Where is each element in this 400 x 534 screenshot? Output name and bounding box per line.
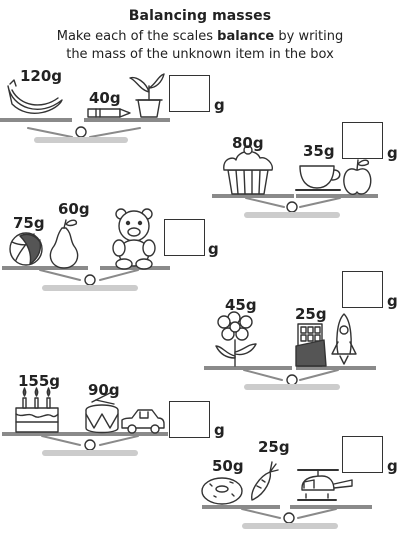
right-pan (100, 266, 170, 270)
drum-icon (85, 391, 119, 434)
toy-car-icon (121, 409, 165, 434)
instruction-line-1: Make each of the scales balance by writi… (56, 29, 344, 44)
scale-4 (204, 311, 376, 390)
right-pan (296, 194, 378, 198)
chocolate-bar-icon (295, 323, 327, 367)
scale-arm (89, 127, 141, 138)
unit-label: g (387, 144, 398, 162)
unit-label: g (387, 457, 398, 475)
scale-base (42, 285, 138, 291)
right-pan (290, 505, 372, 509)
carrot-icon (251, 461, 279, 501)
mass-label-teacup: 35g (303, 142, 335, 160)
scale-2 (212, 145, 378, 218)
mass-label-pear: 60g (58, 200, 90, 218)
apple-icon (343, 159, 372, 195)
left-pan (202, 505, 280, 509)
scale-arm (27, 127, 73, 138)
mass-label-flower: 45g (225, 296, 257, 314)
scale-base (242, 523, 338, 529)
banana-icon (7, 79, 63, 114)
answer-box-helicopter[interactable] (342, 436, 383, 473)
scale-base (42, 450, 138, 456)
mass-label-drum: 90g (88, 381, 120, 399)
scale-5 (2, 387, 168, 456)
scale-6 (201, 461, 372, 529)
mass-label-ball: 75g (13, 214, 45, 232)
pencil-icon (87, 108, 131, 118)
teacup-icon (295, 165, 341, 191)
right-pan (86, 432, 168, 436)
mass-label-donut: 50g (212, 457, 244, 475)
answer-box-potted-plant[interactable] (169, 75, 210, 112)
left-pan (204, 366, 292, 370)
mass-label-banana: 120g (20, 67, 63, 85)
ball-icon (9, 232, 43, 266)
left-pan (2, 266, 88, 270)
scale-3 (2, 208, 170, 291)
birthday-cake-icon (15, 387, 59, 433)
scale-pivot (84, 439, 96, 451)
scale-1 (0, 73, 170, 143)
scale-base (244, 212, 340, 218)
rocket-icon (331, 313, 357, 365)
mass-label-birthday-cake: 155g (18, 372, 61, 390)
answer-box-rocket[interactable] (342, 271, 383, 308)
flower-icon (215, 311, 257, 367)
helicopter-icon (297, 469, 353, 501)
scale-pivot (286, 374, 298, 386)
left-pan (2, 432, 86, 436)
mass-label-cupcake: 80g (232, 134, 264, 152)
right-pan (84, 118, 170, 122)
pear-icon (49, 219, 79, 269)
page-title: Balancing masses (128, 8, 272, 24)
left-pan (212, 194, 294, 198)
scale-pivot (283, 512, 295, 524)
mass-label-pencil: 40g (89, 89, 121, 107)
scale-base (34, 137, 128, 143)
answer-box-apple[interactable] (342, 122, 383, 159)
right-pan (296, 366, 376, 370)
scale-pivot (286, 201, 298, 213)
left-pan (0, 118, 72, 122)
scale-pivot (84, 274, 96, 286)
scale-pivot (75, 126, 87, 138)
instruction-line-2: the mass of the unknown item in the box (66, 47, 334, 62)
unit-label: g (387, 292, 398, 310)
donut-icon (201, 477, 243, 505)
unit-label: g (208, 240, 219, 258)
cupcake-icon (223, 145, 273, 195)
answer-box-teddy-bear[interactable] (164, 219, 205, 256)
unit-label: g (214, 96, 225, 114)
teddy-bear-icon (112, 208, 156, 270)
mass-label-carrot: 25g (258, 438, 290, 456)
answer-box-toy-car[interactable] (169, 401, 210, 438)
instruction-emphasis: balance (217, 29, 275, 44)
potted-plant-icon (129, 73, 165, 118)
unit-label: g (214, 421, 225, 439)
mass-label-chocolate-bar: 25g (295, 305, 327, 323)
scale-base (244, 384, 340, 390)
